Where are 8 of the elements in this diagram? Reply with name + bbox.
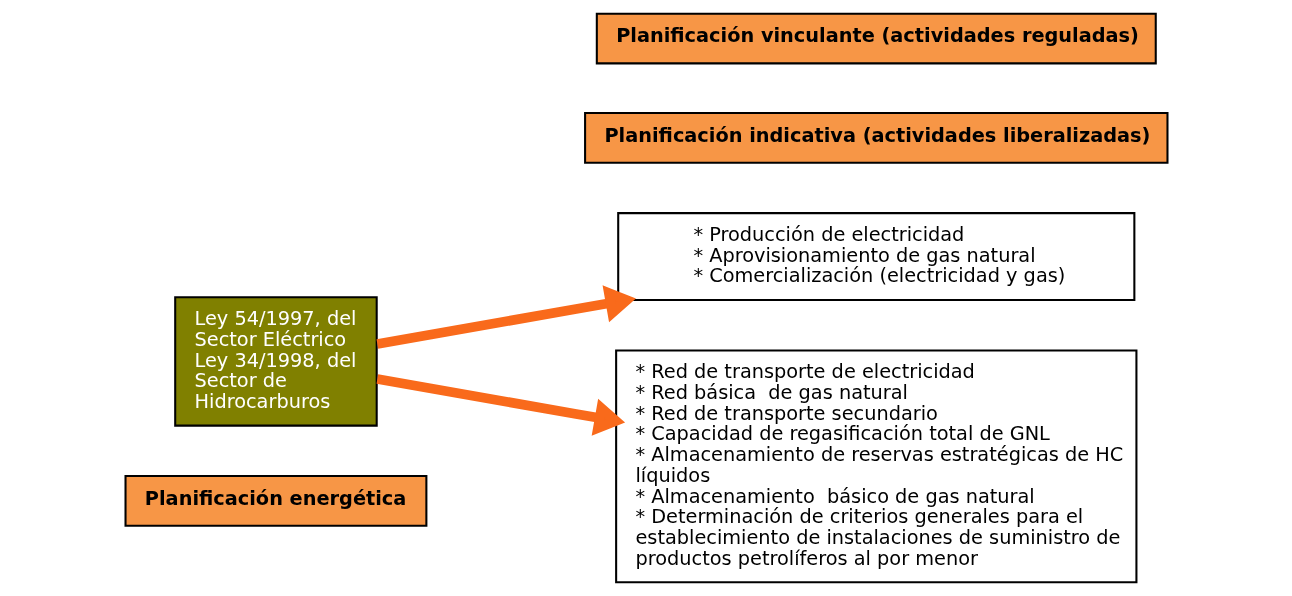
arrow <box>376 374 625 436</box>
node-box: Planificación energética <box>124 475 427 527</box>
node-box: Planificación indicativa (actividades liberalizadas) <box>583 112 1168 164</box>
node-box: * Red de transporte de electricidad * Red básica de gas natural * Red de transporte secundario * Capacidad de regasificación total de GNL * Almacenamiento de reservas estratégicas de HC líquidos * Almacenamiento básico de gas natural * Determinación de criterios generales para el establecimiento de instalaciones de suministro de productos petrolíferos al por menor <box>614 349 1137 584</box>
node-box: Planificación vinculante (actividades reguladas) <box>595 12 1157 65</box>
node-box: * Producción de electricidad * Aprovisionamiento de gas natural * Comercialización (electricidad y gas) <box>616 212 1135 302</box>
node-box: Ley 54/1997, del Sector Eléctrico Ley 34/1998, del Sector de Hidrocarburos <box>173 296 378 427</box>
arrow <box>376 285 636 349</box>
